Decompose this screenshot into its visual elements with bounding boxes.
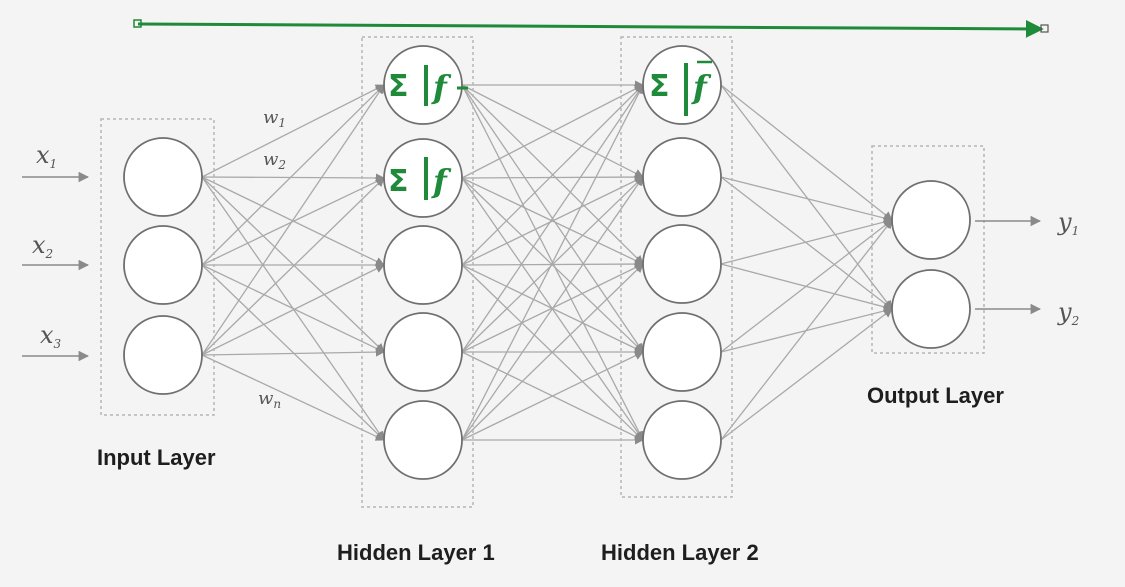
edge-hidden1-4-to-hidden2-1 [461,176,644,441]
edge-hidden1-1-to-hidden2-1 [461,172,644,182]
neuron-hidden2-4 [642,400,722,480]
edge-hidden2-1-to-output-1 [720,176,893,310]
neuron-hidden1-0 [383,45,463,125]
edge-hidden1-4-to-hidden2-0 [461,84,644,441]
neuron-hidden1-2 [383,225,463,305]
neuron-hidden2-0 [642,45,722,125]
neuron-annotation-h1-0: Σ f [388,65,468,106]
output-layer-label: Output Layer [867,383,1004,408]
edge-hidden2-4-to-output-0 [720,219,893,441]
hidden-layer-2-label: Hidden Layer 2 [601,540,759,565]
hidden-layer-2-box [620,36,733,498]
hidden-layer-1-label: Hidden Layer 1 [337,540,495,565]
neuron-hidden2-2 [642,224,722,304]
svg-text:Σ: Σ [388,164,409,199]
edge-input-1-to-hidden1-0 [201,84,385,266]
neuron-hidden1-1 [383,138,463,218]
svg-text:f: f [431,162,452,200]
weight-label-wn: wn [258,388,281,411]
edge-input-2-to-hidden1-2 [201,264,385,356]
neuron-hidden1-4 [383,400,463,480]
edge-hidden2-0-to-output-1 [720,84,893,310]
output-label-y2: y2 [1057,298,1079,328]
input-label-x3: x3 [40,321,62,351]
input-layer-box [100,118,215,416]
edge-hidden1-2-to-hidden2-1 [461,176,644,266]
edge-hidden1-3-to-hidden2-1 [461,176,644,353]
edge-hidden1-2-to-hidden2-0 [461,84,644,266]
weight-label-w2: w2 [263,149,286,172]
output-arrows [975,215,1042,315]
svg-text:f: f [431,68,452,106]
edge-hidden2-3-to-output-0 [720,219,893,353]
neuron-input-1 [123,225,203,305]
edge-input-1-to-hidden1-3 [201,264,385,353]
edge-hidden2-4-to-output-1 [720,308,893,441]
edge-hidden2-1-to-output-0 [720,176,893,223]
neuron-input-0 [123,137,203,217]
neuron-hidden2-1 [642,137,722,217]
neuron-annotation-h1-1: Σ f [388,157,452,200]
edge-input-0-to-hidden1-0 [201,84,385,178]
edge-hidden2-0-to-output-0 [720,84,893,221]
edge-hidden1-4-to-hidden2-3 [461,351,644,441]
edge-input-0-to-hidden1-1 [201,173,385,183]
input-label-x1: x1 [36,141,57,171]
edge-hidden1-1-to-hidden2-0 [461,84,644,179]
output-layer-box [871,145,985,354]
edge-hidden1-4-to-hidden2-2 [461,263,644,441]
input-layer-label: Input Layer [97,445,216,470]
edge-input-2-to-hidden1-1 [201,177,385,356]
edge-input-1-to-hidden1-1 [201,177,385,266]
input-label-x2: x2 [32,231,53,261]
edge-input-2-to-hidden1-0 [201,84,385,356]
neuron-hidden1-3 [383,312,463,392]
edge-hidden2-2-to-output-0 [720,217,893,265]
neuron-input-2 [123,315,203,395]
neuron-annotation-h2-0: Σ f [649,60,712,116]
weight-label-w1: w1 [263,107,286,130]
connection-edges [201,80,893,445]
forward-direction-arrow [133,19,1049,38]
output-label-y1: y1 [1057,208,1079,238]
layer-boxes [100,36,985,508]
edge-input-2-to-hidden1-3 [201,347,385,357]
neurons [123,45,971,480]
neuron-output-0 [891,180,971,260]
edge-hidden1-3-to-hidden2-0 [461,84,644,353]
hidden-layer-1-box [361,36,474,508]
svg-text:Σ: Σ [649,69,670,104]
neuron-output-1 [891,269,971,349]
edge-input-2-to-hidden1-4 [201,354,385,441]
svg-text:f: f [691,68,712,106]
neuron-hidden2-3 [642,312,722,392]
edge-input-1-to-hidden1-4 [201,264,385,441]
svg-text:Σ: Σ [388,69,409,104]
input-arrows [22,171,90,362]
